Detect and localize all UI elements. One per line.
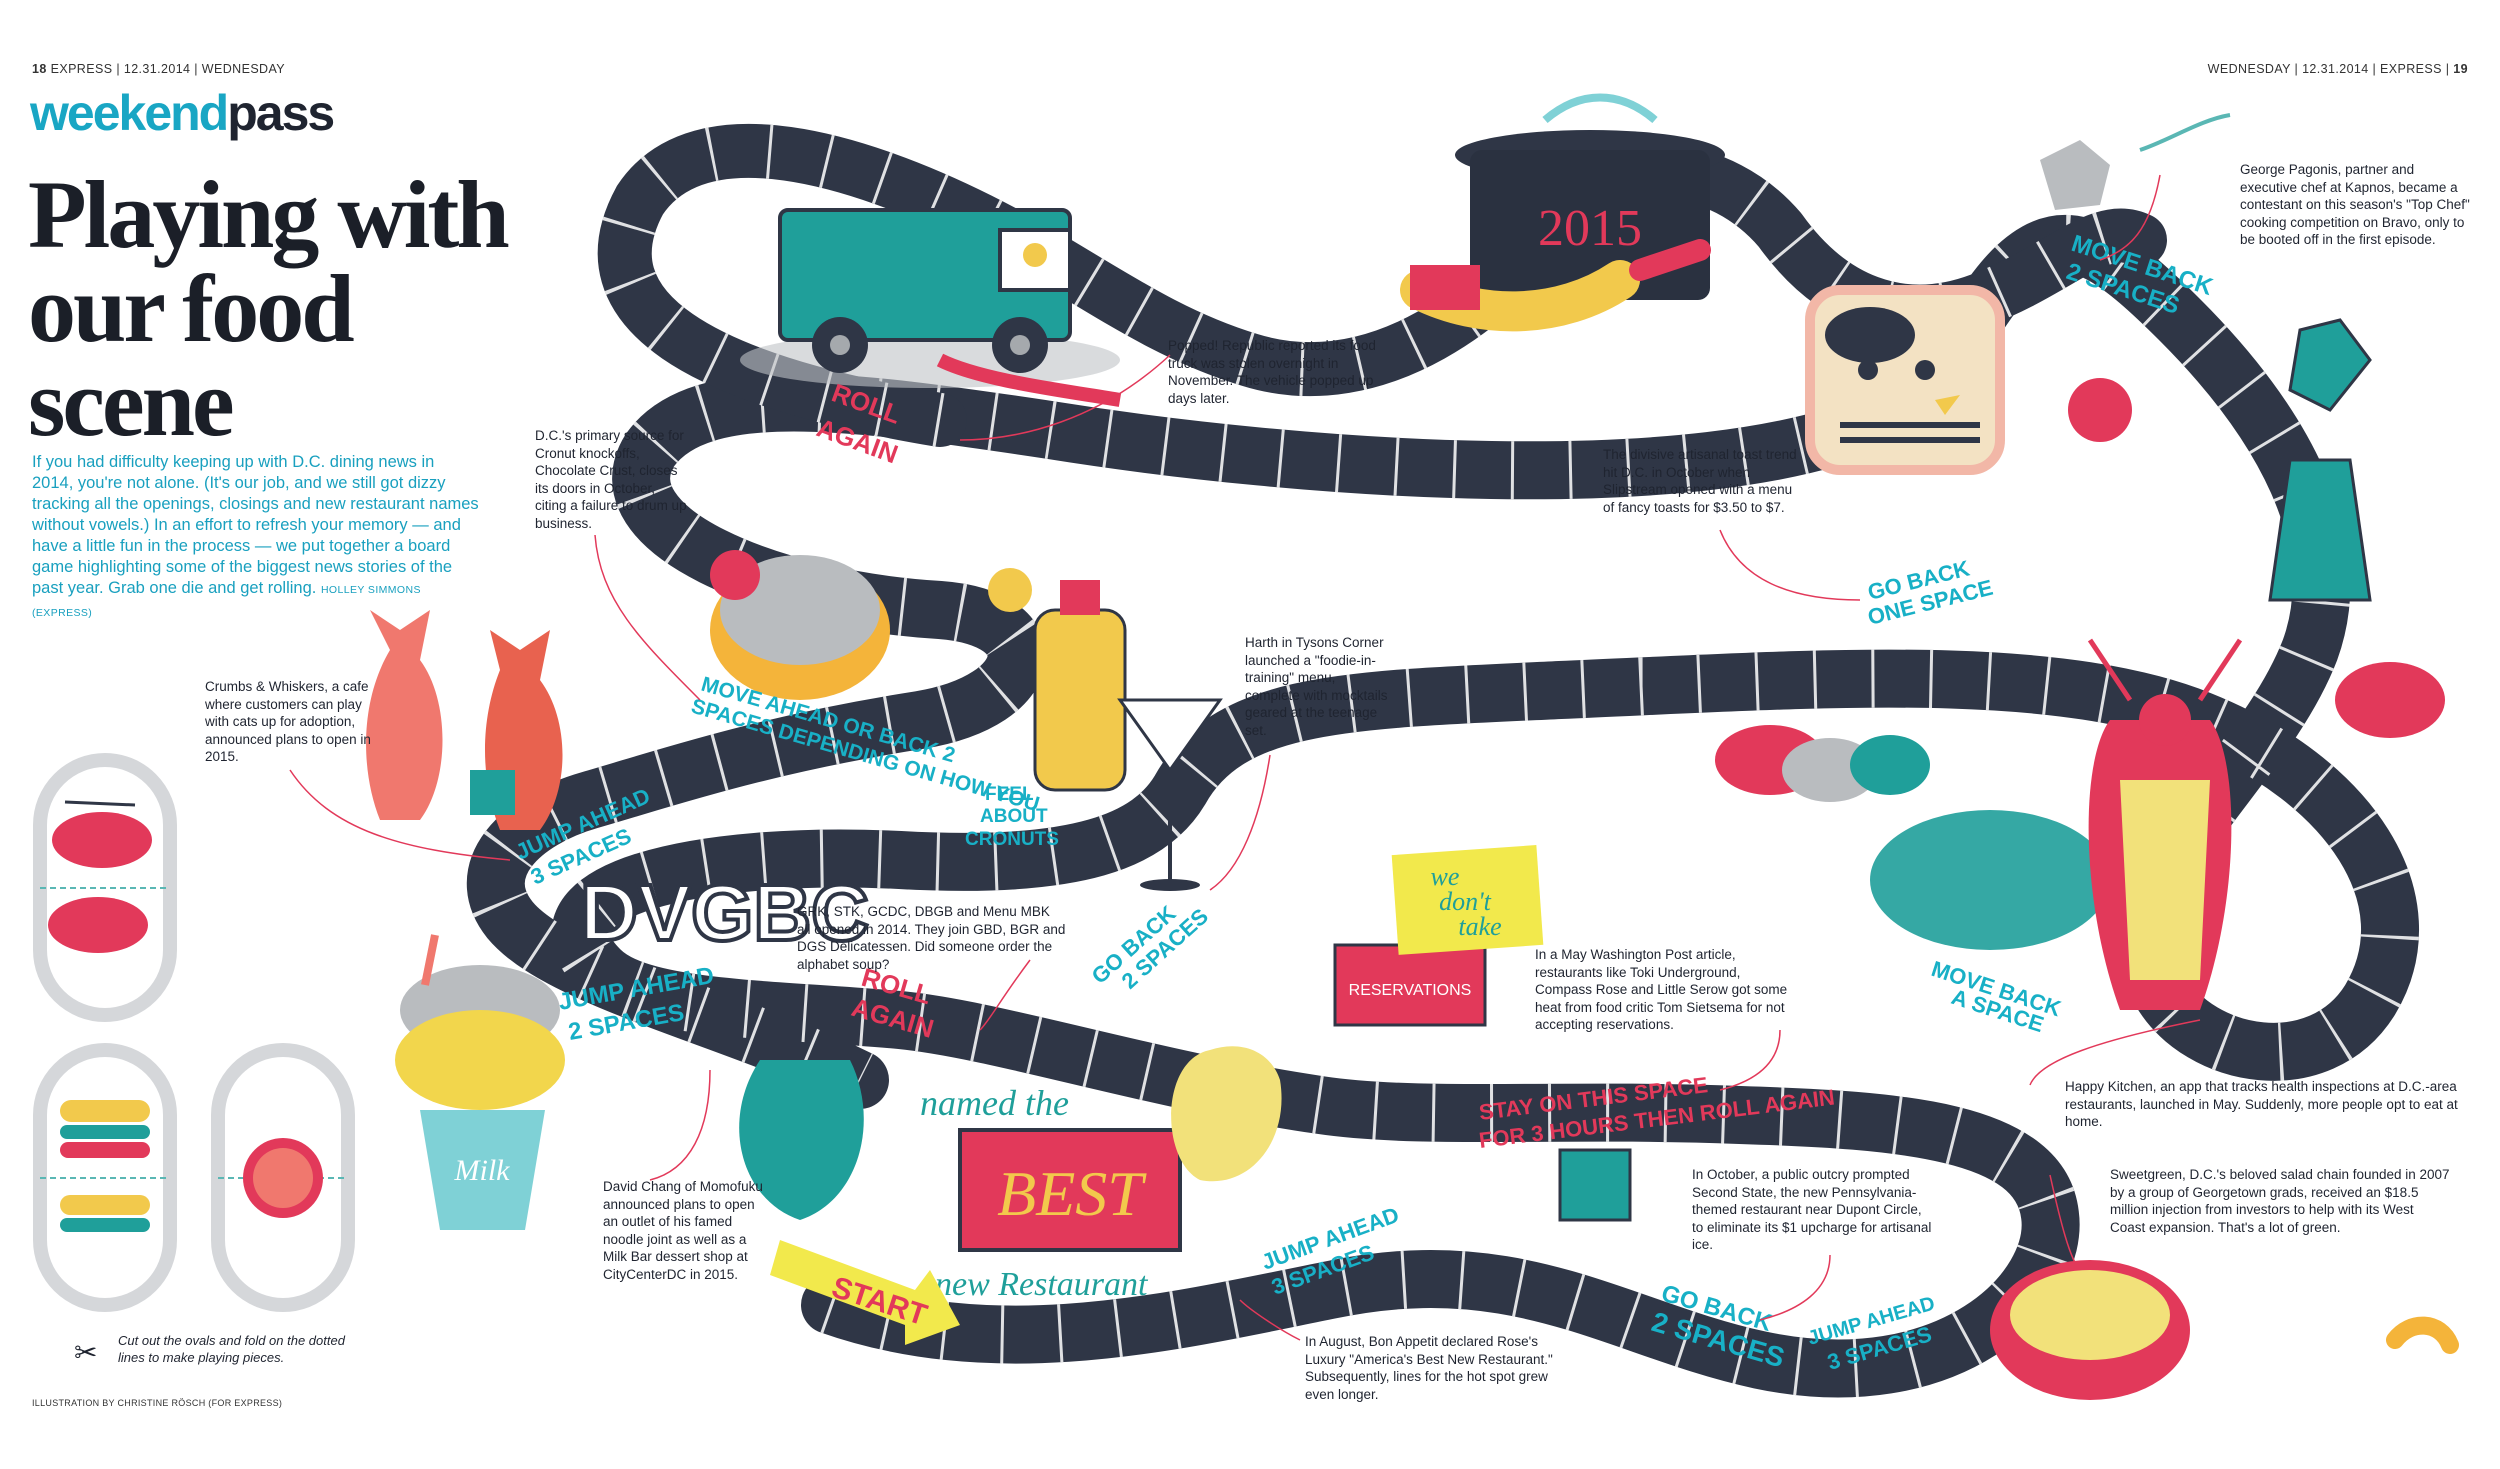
headline: Playing with our food scene — [28, 161, 510, 456]
left-folio: 18 EXPRESS | 12.31.2014 | WEDNESDAY — [32, 62, 285, 76]
caption-sweetgreen: Sweetgreen, D.C.'s beloved salad chain f… — [2110, 1167, 2450, 1235]
caption-bon-appetit: In August, Bon Appetit declared Rose's L… — [1305, 1334, 1553, 1402]
reservations-note-illustration: RESERVATIONS we don't take — [1333, 845, 1544, 1027]
caption-artisanal-toast: The divisive artisanal toast trend hit D… — [1603, 447, 1797, 515]
caption-harth: Harth in Tysons Corner launched a "foodi… — [1245, 635, 1388, 738]
top-right-illustration — [2040, 113, 2231, 210]
caption-happy-kitchen: Happy Kitchen, an app that tracks health… — [2065, 1079, 2458, 1129]
caption-second-state: In October, a public outcry prompted Sec… — [1692, 1167, 1932, 1252]
left-folio-text: EXPRESS | 12.31.2014 | WEDNESDAY — [50, 62, 286, 76]
cats-illustration — [366, 610, 563, 830]
move-ahead-back-label-c: FEEL — [985, 784, 1034, 805]
dvgbc-illustration: DVGBC — [578, 866, 871, 959]
caption-pagonis: George Pagonis, partner and executive ch… — [2240, 162, 2470, 247]
caption-food-truck: Popped! Republic reported its food truck… — [1168, 338, 1376, 406]
note-we: we — [1431, 862, 1460, 891]
caption-leader-lines — [289, 174, 2201, 1341]
bottle-illustration — [988, 568, 1223, 891]
right-page-number: 19 — [2453, 62, 2468, 76]
caption-crumbs-whiskers: Crumbs & Whiskers, a cafe where customer… — [205, 679, 371, 764]
cut-out-instructions: Cut out the ovals and fold on the dotted… — [118, 1333, 345, 1365]
playing-pieces-cutouts — [33, 753, 355, 1312]
note-dont: don't — [1439, 887, 1492, 916]
food-truck-illustration — [740, 208, 1122, 407]
section-logo-pass: pass — [227, 85, 335, 141]
ice-box-illustration — [1558, 1148, 1632, 1222]
move-ahead-back-label-d: ABOUT — [980, 806, 1048, 827]
pot-2015-illustration: 2015 — [1400, 93, 1725, 332]
byline: HOLLEY SIMMONS (EXPRESS) — [32, 584, 421, 619]
milk-label: Milk — [454, 1154, 511, 1187]
best-restaurant-sign: named the BEST new Restaurant — [739, 1046, 1282, 1303]
caption-chocolate-crust: D.C.'s primary source for Cronut knockof… — [535, 428, 687, 531]
new-restaurant-text: new Restaurant — [935, 1266, 1149, 1303]
note-take: take — [1458, 912, 1501, 941]
best-text: BEST — [997, 1158, 1147, 1229]
caption-alphabet-soup: GRK, STK, GCDC, DBGB and Menu MBK all op… — [797, 904, 1066, 972]
salad-bowl-illustration — [1990, 1260, 2459, 1400]
toast-illustration — [1805, 285, 2132, 475]
dek: If you had difficulty keeping up with D.… — [32, 452, 480, 624]
macarons-illustration — [1715, 662, 2445, 802]
illustration-credit: ILLUSTRATION BY CHRISTINE RÖSCH (FOR EXP… — [32, 1398, 283, 1408]
milk-cup-illustration: Milk — [395, 934, 565, 1230]
right-folio-text: WEDNESDAY | 12.31.2014 | EXPRESS | — [2207, 62, 2450, 76]
right-folio: WEDNESDAY | 12.31.2014 | EXPRESS | 19 — [2208, 62, 2468, 76]
cronut-illustration — [710, 550, 890, 700]
dek-body: If you had difficulty keeping up with D.… — [32, 453, 479, 597]
lobster-chef-illustration — [1870, 638, 2243, 1010]
caption-reservations: In a May Washington Post article, restau… — [1535, 947, 1788, 1032]
caption-david-chang: David Chang of Momofuku announced plans … — [603, 1179, 763, 1282]
left-page-number: 18 — [32, 62, 47, 76]
espresso-pot-illustration — [2268, 318, 2372, 602]
dvgbc-letters: DVGBC — [580, 868, 869, 957]
scissors-icon: ✂ — [74, 1337, 98, 1368]
named-the-text: named the — [920, 1083, 1069, 1123]
move-ahead-back-label-e: CRONUTS — [965, 829, 1059, 850]
pot-year: 2015 — [1538, 200, 1642, 257]
section-logo: weekendpass — [30, 85, 335, 141]
reservations-sign-text: RESERVATIONS — [1349, 982, 1472, 999]
section-logo-weekend: weekend — [30, 85, 229, 141]
